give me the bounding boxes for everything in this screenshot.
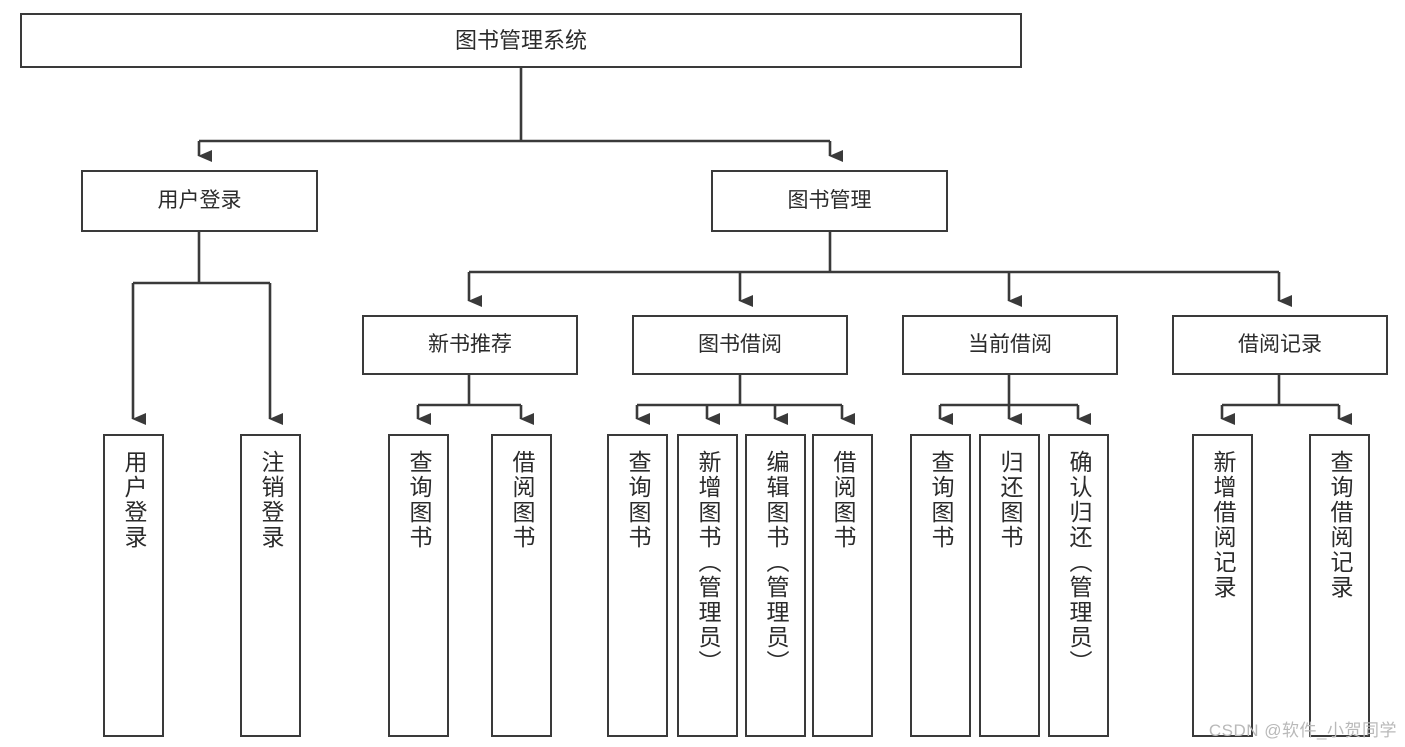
leaf-add-borrow-record[interactable]: 新增借阅记录 (1192, 434, 1253, 737)
node-book-borrow[interactable]: 图书借阅 (632, 315, 848, 375)
leaf-query-borrow-record-label: 查询借阅记录 (1327, 450, 1353, 600)
node-borrow-record[interactable]: 借阅记录 (1172, 315, 1388, 375)
leaf-user-login-label: 用户登录 (121, 450, 147, 550)
leaf-recommend-query-book[interactable]: 查询图书 (388, 434, 449, 737)
leaf-return-book[interactable]: 归还图书 (979, 434, 1040, 737)
leaf-logout-label: 注销登录 (258, 450, 284, 550)
watermark: CSDN @软件_小贺同学 (1208, 721, 1397, 740)
leaf-add-book-admin-label: 新增图书（管理员） (695, 450, 721, 675)
leaf-confirm-return-admin-label: 确认归还（管理员） (1066, 450, 1092, 675)
leaf-confirm-return-admin[interactable]: 确认归还（管理员） (1048, 434, 1109, 737)
leaf-current-query-book-label: 查询图书 (928, 450, 954, 550)
node-new-book-recommend[interactable]: 新书推荐 (362, 315, 578, 375)
leaf-recommend-query-book-label: 查询图书 (406, 450, 432, 550)
node-user-login[interactable]: 用户登录 (81, 170, 318, 232)
leaf-borrow-query-book-label: 查询图书 (625, 450, 651, 550)
leaf-user-login[interactable]: 用户登录 (103, 434, 164, 737)
node-current-borrow[interactable]: 当前借阅 (902, 315, 1118, 375)
leaf-recommend-borrow-book[interactable]: 借阅图书 (491, 434, 552, 737)
node-root-label: 图书管理系统 (454, 27, 587, 53)
leaf-borrow-book-label: 借阅图书 (830, 450, 856, 550)
node-borrow-record-label: 借阅记录 (1238, 332, 1322, 356)
node-new-book-recommend-label: 新书推荐 (428, 332, 512, 356)
leaf-borrow-query-book[interactable]: 查询图书 (607, 434, 668, 737)
node-current-borrow-label: 当前借阅 (968, 332, 1052, 356)
leaf-recommend-borrow-book-label: 借阅图书 (509, 450, 535, 550)
leaf-query-borrow-record[interactable]: 查询借阅记录 (1309, 434, 1370, 737)
node-user-login-label: 用户登录 (157, 188, 242, 212)
leaf-return-book-label: 归还图书 (997, 450, 1023, 550)
leaf-add-borrow-record-label: 新增借阅记录 (1210, 450, 1236, 600)
node-book-borrow-label: 图书借阅 (698, 332, 782, 356)
leaf-current-query-book[interactable]: 查询图书 (910, 434, 971, 737)
node-book-management[interactable]: 图书管理 (711, 170, 948, 232)
leaf-borrow-book[interactable]: 借阅图书 (812, 434, 873, 737)
node-book-management-label: 图书管理 (787, 188, 872, 212)
node-root[interactable]: 图书管理系统 (20, 13, 1022, 68)
leaf-edit-book-admin-label: 编辑图书（管理员） (763, 450, 789, 675)
leaf-logout[interactable]: 注销登录 (240, 434, 301, 737)
leaf-add-book-admin[interactable]: 新增图书（管理员） (677, 434, 738, 737)
leaf-edit-book-admin[interactable]: 编辑图书（管理员） (745, 434, 806, 737)
